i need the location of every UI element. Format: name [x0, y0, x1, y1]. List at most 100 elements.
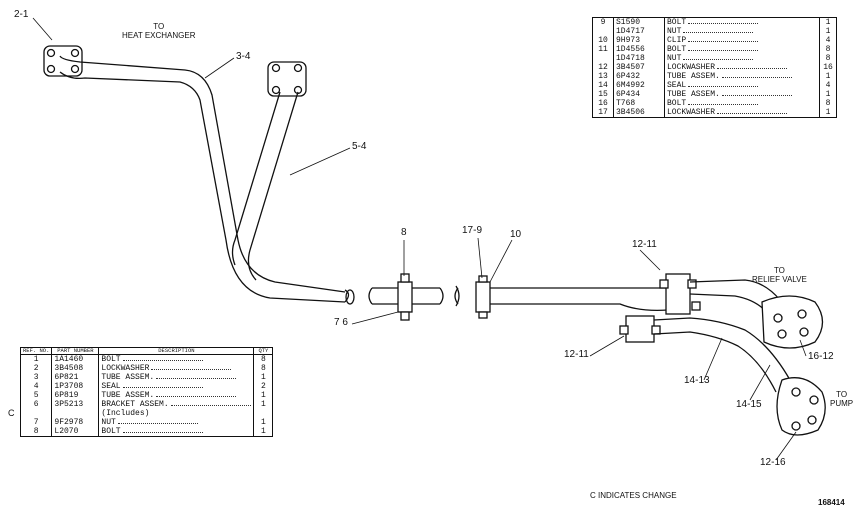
dot-leader	[688, 99, 759, 105]
cell-qty: 1	[261, 373, 266, 382]
cell-ref: 16	[598, 99, 608, 108]
cell-part: 1D4717	[616, 27, 645, 36]
cell-qty: 2	[261, 382, 266, 391]
dot-leader	[156, 391, 237, 397]
dot-leader	[717, 63, 788, 69]
cell-qty: 4	[825, 36, 831, 45]
cell-desc: BOLT	[667, 18, 687, 27]
cell-part: 3P5213	[54, 400, 84, 409]
callout-12-11-left: 12-11	[564, 349, 589, 360]
callout-3-4: 3-4	[236, 51, 251, 62]
cell-qty: 1	[825, 72, 831, 81]
dot-leader	[151, 364, 232, 370]
cell-ref: 6	[33, 400, 39, 409]
cell-part: 3B4507	[616, 63, 645, 72]
to-pump-label: TO PUMP	[830, 390, 854, 408]
cell-ref: 8	[33, 427, 39, 436]
cell-ref: 14	[598, 81, 608, 90]
cell-desc: BOLT	[667, 99, 687, 108]
change-marker: C	[8, 408, 15, 418]
header-description: DESCRIPTION	[98, 347, 255, 355]
callout-14-15: 14-15	[736, 399, 762, 410]
table-row: 3 6P821 TUBE ASSEM. 1	[20, 373, 273, 382]
dot-leader	[721, 90, 792, 96]
cell-desc: (Includes)	[101, 409, 150, 418]
cell-desc: CLIP	[667, 36, 687, 45]
heat-exchanger-flange	[43, 45, 83, 77]
cell-ref: 3	[33, 373, 39, 382]
cell-qty: 1	[825, 18, 831, 27]
dot-leader	[721, 72, 792, 78]
cell-part: 6P821	[54, 373, 79, 382]
cell-ref: 7	[33, 418, 39, 427]
dot-leader	[688, 18, 759, 24]
cell-part: 6M4992	[616, 81, 645, 90]
cell-ref: 5	[33, 391, 39, 400]
callout-16-12: 16-12	[808, 351, 834, 362]
cell-qty: 8	[825, 54, 831, 63]
to-heat-exchanger-label: TO HEAT EXCHANGER	[122, 22, 196, 40]
cell-desc: LOCKWASHER	[667, 63, 716, 72]
cell-part: 6P819	[54, 391, 79, 400]
cell-part: 1D4556	[616, 45, 645, 54]
header-ref: REF. NO.	[20, 347, 53, 355]
cell-ref: 12	[598, 63, 608, 72]
cell-part: 3B4508	[54, 364, 84, 373]
callout-2-1: 2-1	[14, 9, 29, 20]
cell-part: T768	[616, 99, 636, 108]
dot-leader	[683, 27, 754, 33]
dot-leader	[122, 427, 203, 433]
dot-leader	[688, 36, 759, 42]
to-relief-valve-label: TO RELIEF VALVE	[752, 266, 807, 284]
callout-14-13: 14-13	[684, 375, 710, 386]
tube-5	[231, 91, 281, 266]
cell-desc: TUBE ASSEM.	[101, 391, 155, 400]
cell-ref: 2	[33, 364, 39, 373]
cell-qty: 4	[825, 81, 831, 90]
callout-7-6: 7 6	[334, 317, 348, 328]
cell-desc: NUT	[667, 54, 682, 63]
callout-12-16: 12-16	[760, 457, 786, 468]
drawing-number: 168414	[818, 498, 845, 507]
cell-desc: BOLT	[101, 355, 121, 364]
cell-part: 1A1460	[54, 355, 84, 364]
dot-leader	[117, 418, 198, 424]
dot-leader	[688, 81, 759, 87]
cell-ref: 13	[598, 72, 608, 81]
cell-desc: BRACKET ASSEM.	[101, 400, 169, 409]
cell-qty: 1	[825, 27, 831, 36]
table-row: 1D4718 NUT 8	[592, 54, 837, 63]
cell-desc: TUBE ASSEM.	[101, 373, 155, 382]
dot-leader	[122, 382, 203, 388]
header-qty: QTY	[253, 347, 273, 355]
cell-ref: 9	[600, 18, 606, 27]
cell-desc: LOCKWASHER	[101, 364, 150, 373]
cell-part: 6P434	[616, 90, 641, 99]
upper-flange	[267, 61, 307, 97]
cell-ref: 4	[33, 382, 39, 391]
dot-leader	[122, 355, 203, 361]
cell-part: 9H973	[616, 36, 641, 45]
callout-8: 8	[401, 227, 407, 238]
cell-part: 1D4718	[616, 54, 645, 63]
cell-desc: TUBE ASSEM.	[667, 72, 720, 81]
dot-leader	[156, 373, 237, 379]
cell-desc: TUBE ASSEM.	[667, 90, 720, 99]
cell-part: 3B4506	[616, 108, 645, 117]
cell-qty: 1	[261, 418, 266, 427]
cell-part: 9F2978	[54, 418, 84, 427]
cell-part: S1590	[616, 18, 641, 27]
cell-desc: BOLT	[101, 427, 121, 436]
cell-ref: 1	[33, 355, 39, 364]
cell-part: 1P3708	[54, 382, 84, 391]
